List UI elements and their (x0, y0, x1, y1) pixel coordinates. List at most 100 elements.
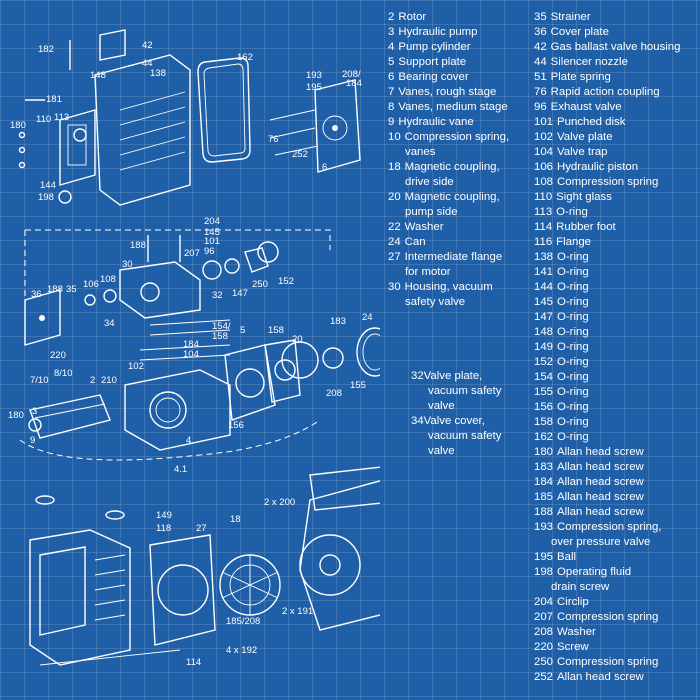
callout-label: 27 (196, 523, 207, 534)
legend-text: Circlip (557, 596, 589, 608)
legend-text: O-ring (557, 311, 589, 323)
legend-number: 32 (411, 370, 424, 382)
callout-label: 7/10 (30, 375, 49, 386)
legend-text: Rapid action coupling (550, 86, 660, 98)
callout-label: 104 (183, 349, 199, 360)
callout-label: 144 (40, 180, 56, 191)
legend-text: Exhaust valve (550, 101, 622, 113)
valve-plates (139, 319, 231, 361)
legend-text: Rubber foot (556, 221, 616, 233)
callout-label: 3 (32, 406, 37, 417)
legend-item: 34Valve cover, (411, 414, 529, 429)
callout-label: 180 (10, 120, 26, 131)
legend-text: O-ring (557, 281, 589, 293)
legend-text: Magnetic coupling, (404, 191, 500, 203)
callout-label: 32 (212, 290, 223, 301)
callout-label: 102 (128, 361, 144, 372)
legend-number: 5 (388, 56, 395, 68)
legend-number: 9 (388, 116, 395, 128)
legend-text: Gas ballast valve housing (550, 41, 681, 53)
callout-label: 152 (278, 276, 294, 287)
legend-text: Housing, vacuum (404, 281, 493, 293)
legend-text-continued: drain screw (551, 581, 610, 593)
callout-label: 154/ (212, 321, 231, 332)
legend-text: O-ring (557, 431, 589, 443)
legend-text: O-ring (557, 251, 589, 263)
legend-number: 27 (388, 251, 401, 263)
legend-text: O-ring (557, 356, 589, 368)
legend-number: 180 (534, 446, 554, 458)
callout-label: 110 (36, 114, 51, 125)
legend-number: 145 (534, 296, 554, 308)
legend-number: 36 (534, 26, 547, 38)
legend-text-continued: valve (428, 400, 455, 412)
legend-text: Vanes, rough stage (398, 86, 497, 98)
callout-label: 149 (156, 510, 172, 521)
legend-number: 148 (534, 326, 554, 338)
legend-number: 198 (534, 566, 554, 578)
legend-number: 76 (534, 86, 547, 98)
legend-text: Allan head screw (557, 476, 644, 488)
legend-text-continued: valve (428, 445, 455, 457)
legend-text: Silencer nozzle (550, 56, 628, 68)
legend-text-continued: vacuum safety (428, 385, 502, 397)
legend-text: Valve plate (557, 131, 613, 143)
legend-number: 155 (534, 386, 554, 398)
callout-label: 155 (350, 380, 366, 391)
callout-label: 181 (46, 94, 62, 105)
legend-number: 30 (388, 281, 401, 293)
pump-body-assembled (29, 495, 181, 666)
legend-number: 183 (534, 461, 554, 473)
legend-text: Allan head screw (557, 491, 644, 503)
callout-label: 2 x 200 (264, 497, 295, 508)
legend-number: 207 (534, 611, 554, 623)
legend-number: 162 (534, 431, 554, 443)
legend-text: Compression spring (557, 176, 659, 188)
legend-number: 184 (534, 476, 554, 488)
support-plate-5 (224, 339, 301, 421)
legend-number: 102 (534, 131, 554, 143)
legend-number: 144 (534, 281, 554, 293)
legend-text: Allan head screw (557, 461, 644, 473)
callout-label: 76 (268, 134, 279, 145)
callout-label: 36 (31, 289, 42, 300)
callout-label: 4.1 (174, 464, 187, 475)
legend-number: 193 (534, 521, 554, 533)
legend-number: 18 (388, 161, 401, 173)
legend-text: Valve plate, (423, 370, 483, 382)
legend-number: 152 (534, 356, 554, 368)
legend-number: 3 (388, 26, 395, 38)
legend-text: Strainer (550, 11, 591, 23)
legend-number: 4 (388, 41, 395, 53)
legend-text: Valve trap (557, 146, 608, 158)
legend-number: 108 (534, 176, 554, 188)
legend-number: 147 (534, 311, 554, 323)
callout-label: 106 (83, 279, 99, 290)
magnetic-coupling-20 (281, 327, 380, 379)
callout-label: 118 (156, 523, 171, 534)
callout-label: 113 (54, 112, 69, 123)
legend-text: Pump cylinder (398, 41, 471, 53)
